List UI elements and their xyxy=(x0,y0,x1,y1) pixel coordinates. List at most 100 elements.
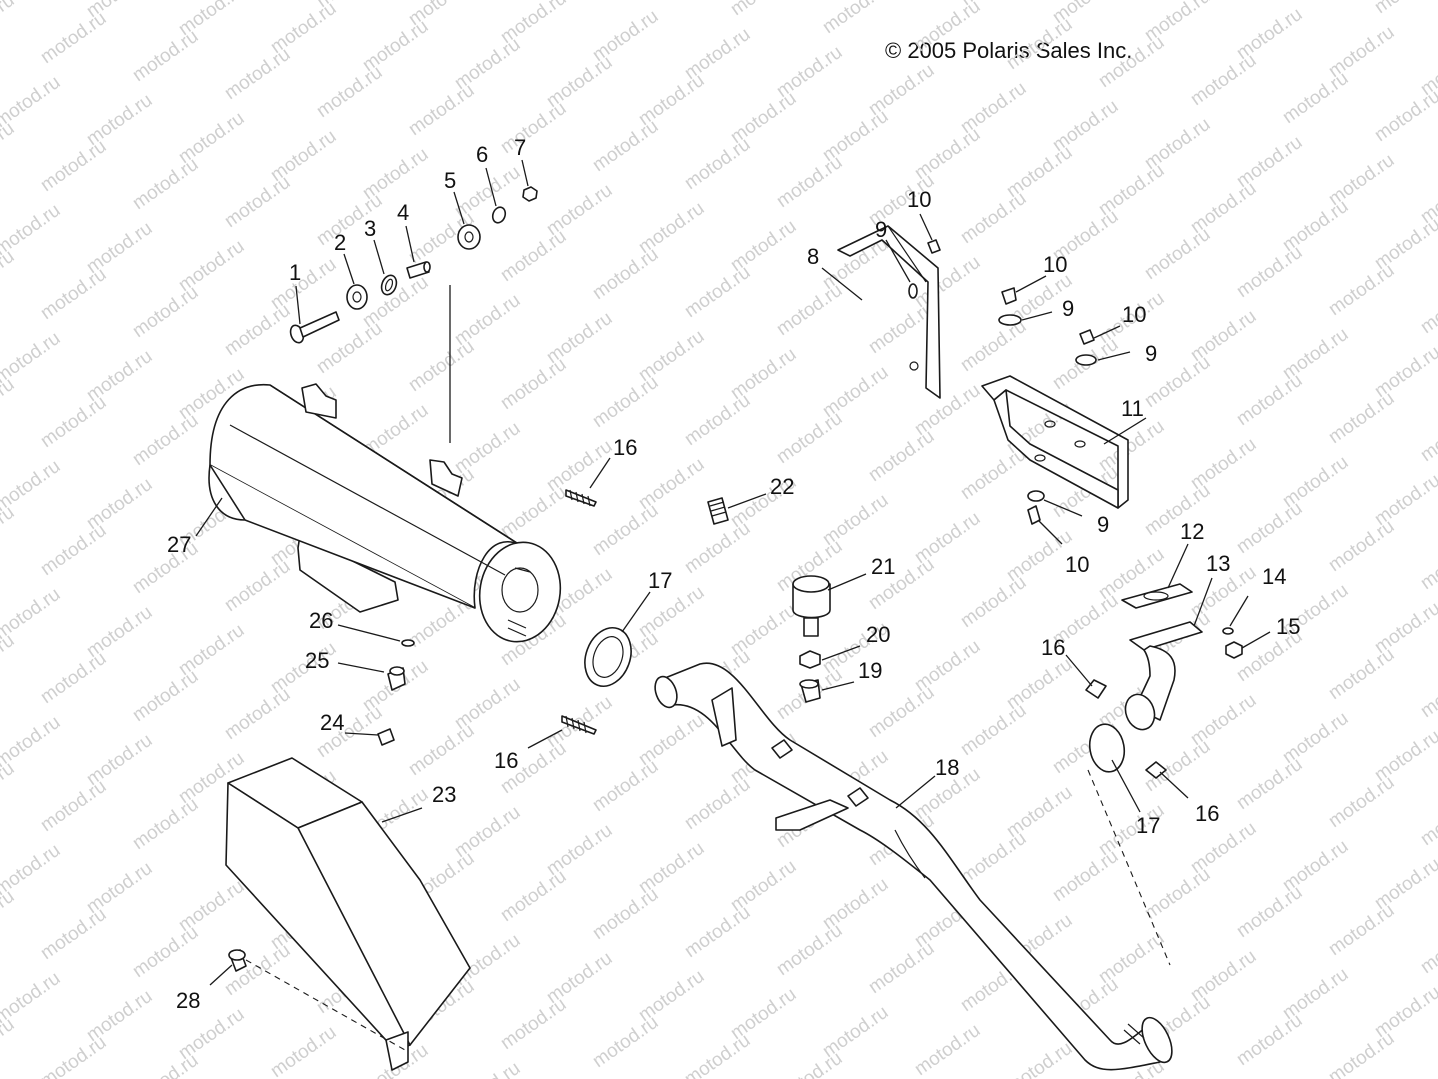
leader-26 xyxy=(337,624,401,642)
leader-8 xyxy=(821,267,863,301)
watermark-text: motod.ru xyxy=(1325,772,1398,832)
bracket-8 xyxy=(837,225,941,399)
callout-11: 11 xyxy=(1121,396,1144,421)
leader-16-upper xyxy=(589,457,611,489)
callout-18: 18 xyxy=(935,755,959,780)
leader-7 xyxy=(521,159,529,187)
leader-16-right-upper xyxy=(1065,654,1093,687)
callout-6: 6 xyxy=(476,142,488,167)
watermark-text: motod.ru xyxy=(0,118,18,178)
bolt-25 xyxy=(387,666,406,691)
watermark-text: motod.ru xyxy=(957,188,1030,248)
watermark-text: motod.ru xyxy=(0,0,18,50)
spring-16-right-lower xyxy=(1145,761,1167,779)
leader-21 xyxy=(827,573,867,591)
callout-3: 3 xyxy=(364,216,376,241)
nut-10-b xyxy=(1079,329,1095,345)
leader-9-b xyxy=(1097,351,1131,361)
watermark-text: motod.ru xyxy=(497,354,570,414)
watermark-text: motod.ru xyxy=(405,720,478,780)
watermark-text: motod.ru xyxy=(1325,900,1398,960)
bracket-11 xyxy=(981,375,1129,509)
callout-10-top: 10 xyxy=(907,187,931,212)
watermark-text: motod.ru xyxy=(221,172,294,232)
watermark-text: motod.ru xyxy=(1095,32,1168,92)
nut-7 xyxy=(522,186,538,202)
callout-14: 14 xyxy=(1262,564,1286,589)
watermark-text: motod.ru xyxy=(1371,0,1438,18)
watermark-text: motod.ru xyxy=(727,0,800,20)
watermark-text: motod.ru xyxy=(681,1030,754,1079)
callout-9-top: 9 xyxy=(875,217,887,242)
watermark-text: motod.ru xyxy=(681,902,754,962)
watermark-text: motod.ru xyxy=(957,444,1030,504)
watermark-text: motod.ru xyxy=(1233,1010,1306,1070)
watermark-text: motod.ru xyxy=(865,682,938,742)
leader-4 xyxy=(405,225,415,263)
callout-23: 23 xyxy=(432,782,456,807)
callout-9-c: 9 xyxy=(1097,512,1109,537)
callout-4: 4 xyxy=(397,200,409,225)
watermark-text: motod.ru xyxy=(1417,278,1438,338)
nut-20 xyxy=(799,650,821,669)
clip-26 xyxy=(401,639,415,647)
watermark-text: motod.ru xyxy=(0,630,18,690)
bolt-10-a xyxy=(1001,287,1017,305)
callout-5: 5 xyxy=(444,168,456,193)
watermark-text: motod.ru xyxy=(405,80,478,140)
leader-9-top xyxy=(885,239,911,283)
gasket-17-right xyxy=(1088,723,1126,773)
leader-18 xyxy=(895,775,936,809)
copyright-notice: © 2005 Polaris Sales Inc. xyxy=(885,38,1133,63)
callout-19: 19 xyxy=(858,658,882,683)
watermark-text: motod.ru xyxy=(313,62,386,122)
watermark-text: motod.ru xyxy=(1417,534,1438,594)
watermark-text: motod.ru xyxy=(1325,260,1398,320)
leader-24 xyxy=(344,732,379,736)
bushing-2 xyxy=(346,284,368,310)
watermark-text: motod.ru xyxy=(1371,86,1438,146)
callout-22: 22 xyxy=(770,474,794,499)
watermark-text: motod.ru xyxy=(589,372,662,432)
washer-14 xyxy=(1222,627,1234,635)
watermark-text: motod.ru xyxy=(221,44,294,104)
watermark-text: motod.ru xyxy=(37,8,110,68)
callout-20: 20 xyxy=(866,622,890,647)
spring-16-upper xyxy=(565,489,597,507)
dash-17-right xyxy=(1087,769,1171,966)
washer-9-c xyxy=(1027,490,1045,502)
ring-3 xyxy=(380,274,398,296)
watermark-text: motod.ru xyxy=(957,700,1030,760)
watermark-text: motod.ru xyxy=(1325,644,1398,704)
watermark-text: motod.ru xyxy=(0,246,18,306)
watermark-text: motod.ru xyxy=(773,920,846,980)
head-pipe-18 xyxy=(654,662,1173,1071)
watermark-text: motod.ru xyxy=(1279,68,1352,128)
leader-13 xyxy=(1193,577,1213,627)
watermark-text: motod.ru xyxy=(589,1012,662,1072)
leader-3 xyxy=(373,239,385,275)
watermark-text: motod.ru xyxy=(773,152,846,212)
watermark-text: motod.ru xyxy=(37,136,110,196)
callout-10-a: 10 xyxy=(1043,252,1067,277)
watermark-text: motod.ru xyxy=(497,866,570,926)
watermark-text: motod.ru xyxy=(129,794,202,854)
flange-13 xyxy=(1124,621,1203,731)
watermark-text: motod.ru xyxy=(0,502,18,562)
watermark-text: motod.ru xyxy=(773,280,846,340)
callout-16-upper: 16 xyxy=(613,435,637,460)
callout-9-b: 9 xyxy=(1145,341,1157,366)
leader-12 xyxy=(1167,543,1189,589)
watermark-text: motod.ru xyxy=(129,922,202,982)
callout-28: 28 xyxy=(176,988,200,1013)
watermark-text: motod.ru xyxy=(37,520,110,580)
spring-16-lower xyxy=(561,715,597,735)
watermark-text: motod.ru xyxy=(497,98,570,158)
watermark-text: motod.ru xyxy=(37,904,110,964)
watermark-text: motod.ru xyxy=(819,0,892,38)
watermark-text: motod.ru xyxy=(0,886,18,946)
callout-12: 12 xyxy=(1180,519,1204,544)
watermark-text: motod.ru xyxy=(129,154,202,214)
